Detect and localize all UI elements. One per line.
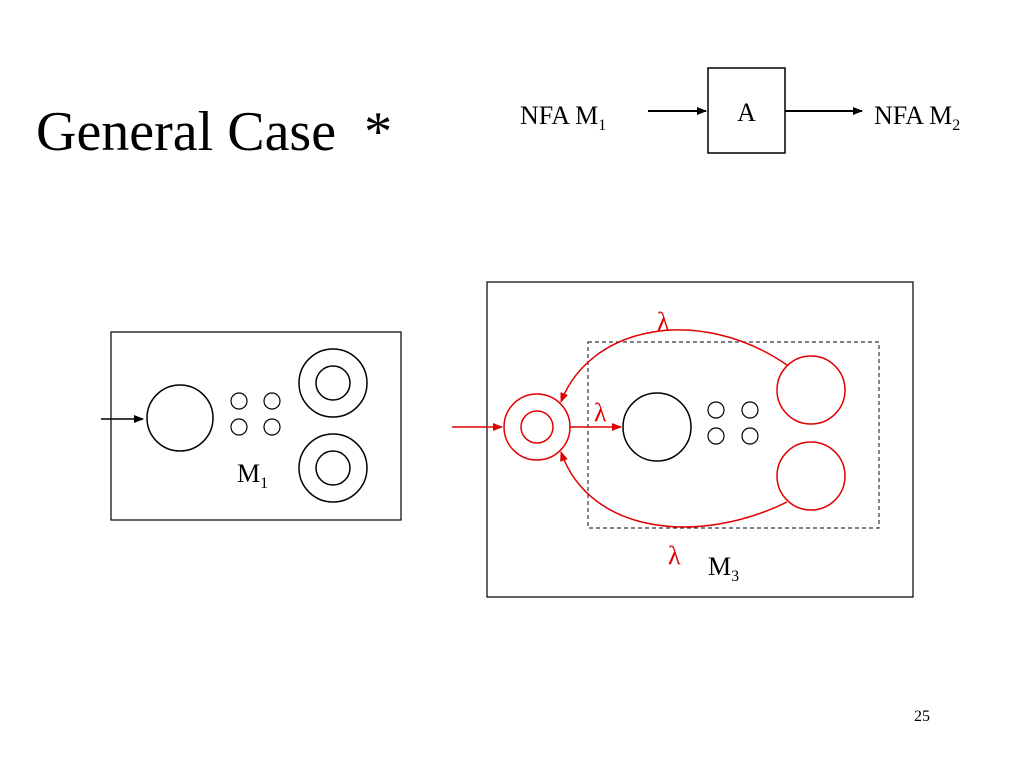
m3-intermediate-state — [741, 401, 759, 419]
algorithm-label: A — [737, 98, 756, 127]
m1-frame — [110, 331, 402, 521]
lambda-transition-bottom — [560, 451, 788, 528]
m1-label: M1 — [237, 459, 268, 492]
lambda-label-bottom: λ — [668, 541, 681, 570]
lambda-label-mid: λ — [594, 398, 607, 427]
lambda-transition-top — [560, 329, 788, 403]
flow-diagram: NFA M1 A NFA M2 — [520, 67, 960, 154]
machine-m3: λ λ λ M3 — [452, 281, 914, 598]
m3-former-final-state — [776, 355, 846, 425]
lambda-label-top: λ — [657, 307, 670, 336]
m1-start-state — [146, 384, 214, 452]
m1-final-state — [298, 433, 368, 503]
m3-intermediate-state — [707, 427, 725, 445]
flow-output-label: NFA M2 — [874, 101, 960, 134]
m1-intermediate-state — [263, 392, 281, 410]
machine-m1: M1 — [101, 331, 402, 521]
m1-intermediate-state — [230, 392, 248, 410]
m1-embedded-frame — [587, 341, 880, 529]
m1-intermediate-state — [230, 418, 248, 436]
m3-label: M3 — [708, 552, 739, 585]
m3-old-start-state — [622, 392, 692, 462]
m3-intermediate-state — [707, 401, 725, 419]
m1-intermediate-state — [263, 418, 281, 436]
flow-input-label: NFA M1 — [520, 101, 606, 134]
m3-former-final-state — [776, 441, 846, 511]
m3-frame — [486, 281, 914, 598]
page-number: 25 — [914, 708, 930, 725]
m1-final-state — [298, 348, 368, 418]
m3-intermediate-state — [741, 427, 759, 445]
slide-title: General Case * — [36, 101, 393, 163]
